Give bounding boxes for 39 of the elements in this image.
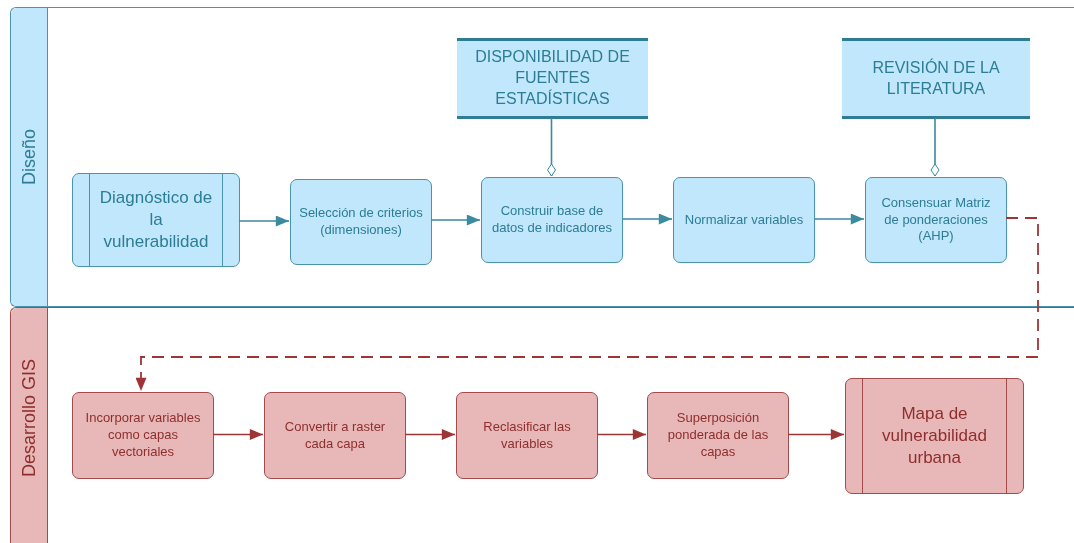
connector: [930, 117, 940, 177]
box-label: Reclasificar las variables: [482, 418, 572, 453]
input-box: [842, 38, 1030, 119]
arrow: [621, 213, 673, 225]
subprocess-box: [845, 378, 1024, 494]
box-label: Construir base de datos de indicadores: [491, 203, 613, 237]
process-box: [673, 177, 815, 263]
input-box: [457, 38, 648, 119]
process-box: [647, 392, 789, 479]
box-label: Superposición ponderada de las capas: [666, 410, 770, 461]
arrow: [430, 214, 481, 226]
box-label: Consensuar Matriz de ponderaciones (AHP): [880, 194, 992, 246]
process-box: [290, 179, 432, 265]
box-label: Selección de criterios (dimensiones): [299, 205, 423, 239]
arrow: [596, 429, 647, 440]
arrow: [212, 429, 264, 440]
lane-label: Diseño: [18, 129, 40, 185]
box-label: Mapa de vulnerabilidad urbana: [881, 403, 988, 469]
connector: [547, 117, 556, 177]
arrow: [238, 215, 290, 227]
subprocess-box: [72, 173, 240, 267]
box-label: DISPONIBILIDAD DE FUENTES ESTADÍSTICAS: [474, 47, 631, 109]
process-box: [481, 177, 623, 263]
lane-label: Desarrollo GIS: [18, 359, 40, 478]
box-label: Diagnóstico de la vulnerabilidad: [98, 187, 214, 253]
arrow: [813, 213, 865, 225]
swimlane: [10, 7, 1074, 307]
box-label: Convertir a raster cada capa: [283, 418, 387, 453]
swimlane: [10, 307, 1074, 543]
arrow: [404, 429, 456, 440]
box-label: Incorporar variables como capas vectoriales: [84, 410, 202, 461]
box-label: Normalizar variables: [684, 211, 804, 229]
dashed-arrow: [135, 217, 1039, 392]
process-box: [72, 392, 214, 479]
process-box: [456, 392, 598, 479]
process-box: [264, 392, 406, 479]
box-label: REVISIÓN DE LA LITERATURA: [871, 57, 1001, 99]
process-box: [865, 177, 1007, 263]
arrow: [787, 429, 845, 440]
